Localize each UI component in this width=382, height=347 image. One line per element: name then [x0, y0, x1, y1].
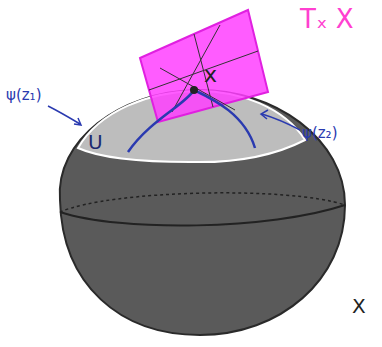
manifold-label: X: [352, 296, 366, 316]
equator-front: [60, 205, 345, 226]
plane-lines: [149, 25, 258, 112]
leader-psi-z1: [48, 106, 80, 124]
tangent-space-label: Tₓ X: [300, 6, 354, 32]
tangent-plane: [140, 10, 268, 122]
point-x: [190, 86, 198, 94]
arrowhead: [261, 110, 268, 119]
arrowhead: [74, 118, 81, 125]
leader-psi-z2: [262, 114, 300, 130]
curve-label: ψ(z₁): [6, 88, 42, 103]
curve-psi-z2: [194, 90, 255, 148]
point-label: x: [204, 64, 217, 86]
region-label: U: [88, 132, 103, 152]
equator-back: [60, 193, 345, 212]
curve-label: ψ(z₂): [302, 126, 338, 141]
curve-psi-z1: [128, 90, 194, 152]
manifold-blob: [60, 90, 345, 335]
